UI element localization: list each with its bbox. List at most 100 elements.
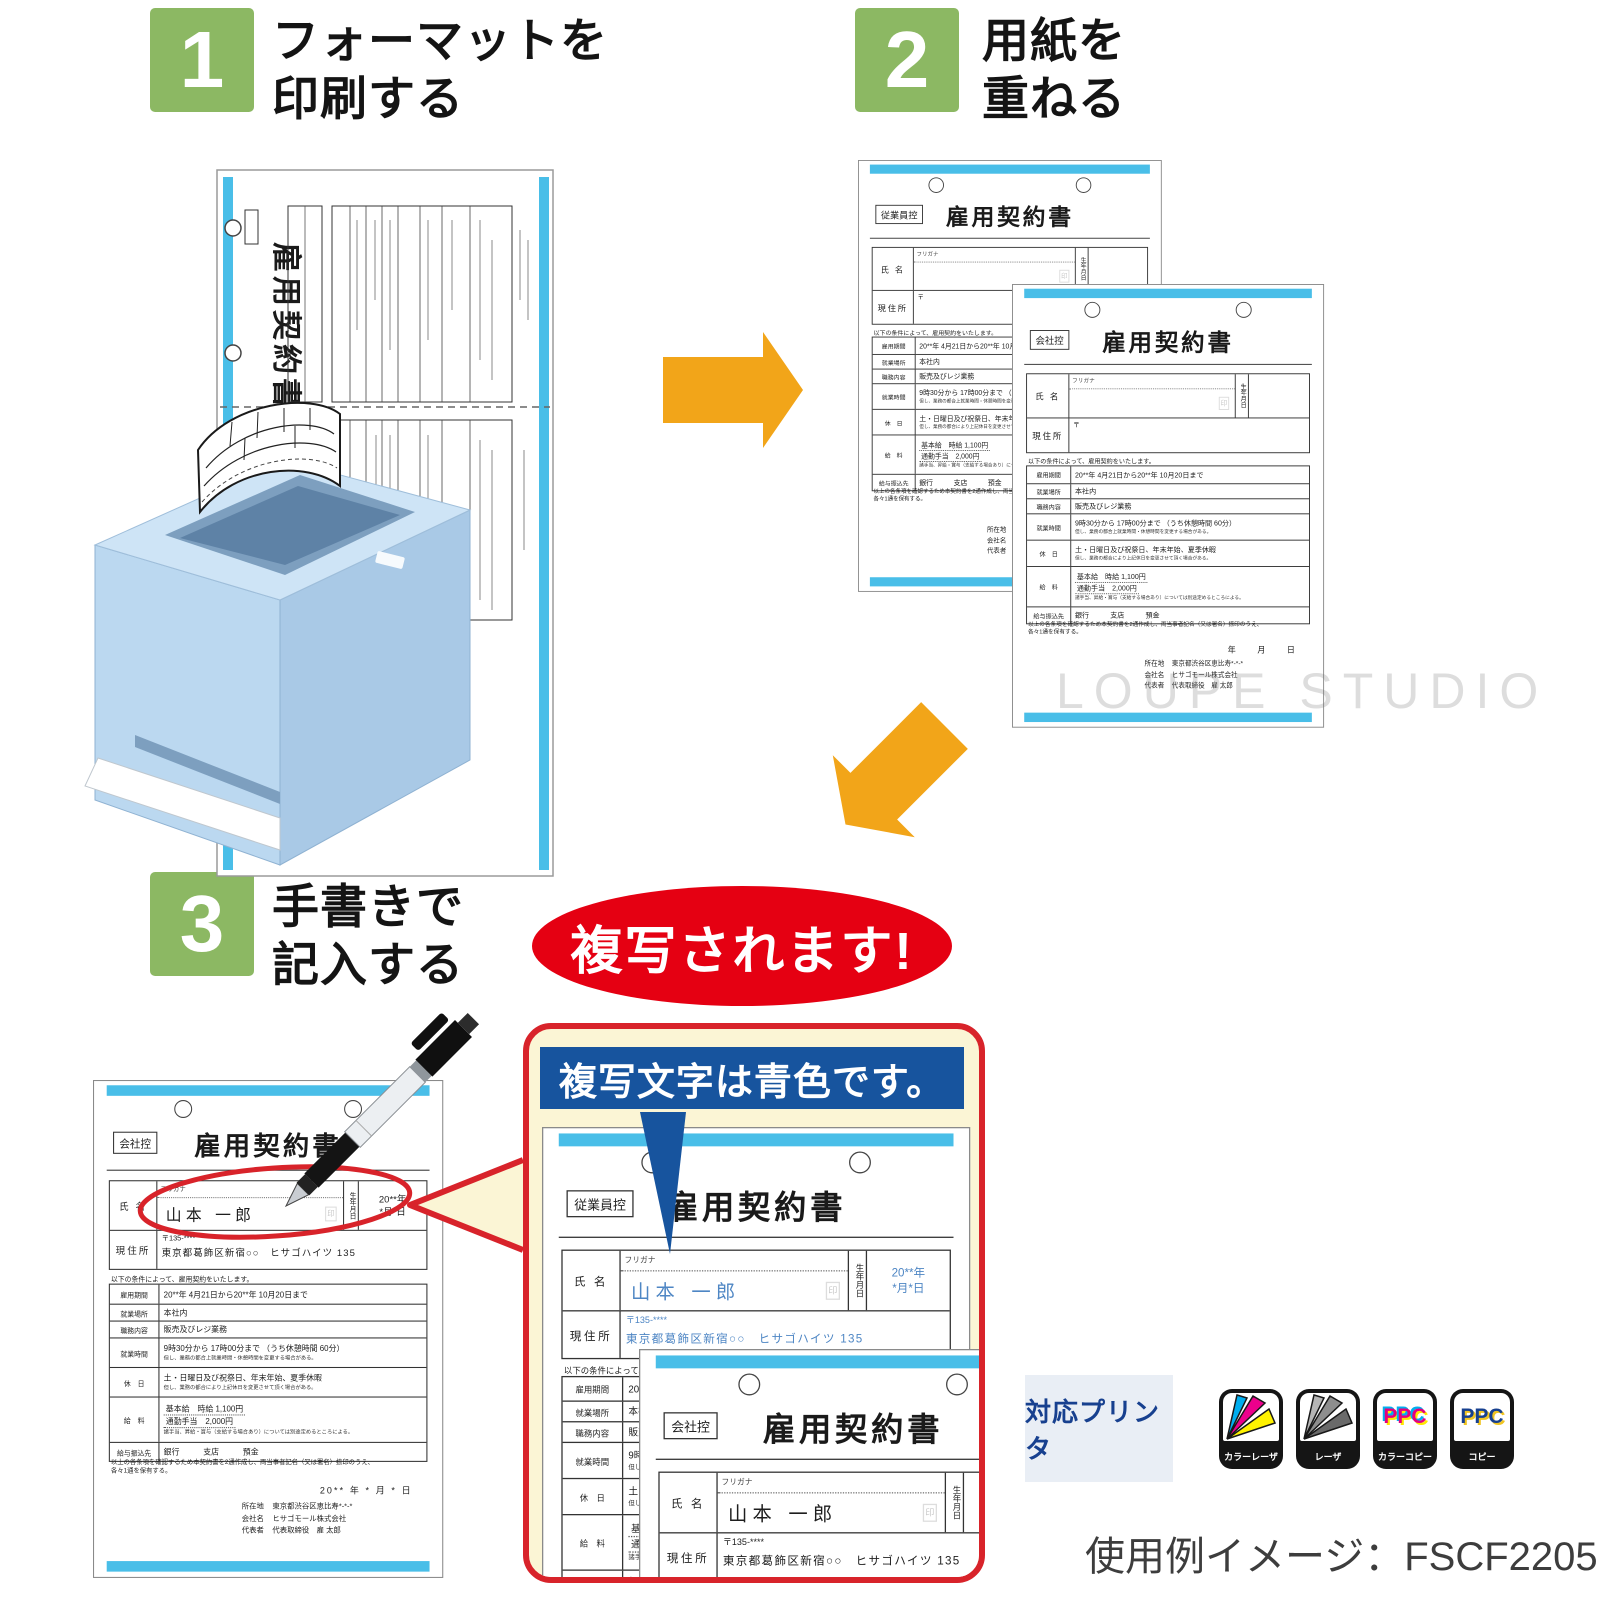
printer-illustration: 雇用契約書 bbox=[84, 169, 554, 877]
address-value: 東京都葛飾区新宿○○ ヒサゴハイツ 135 bbox=[625, 1332, 864, 1346]
table-row-label: 給与振込先 bbox=[873, 474, 916, 491]
name-table: 氏 名 フリガナ 印 生年月日 現住所 〒 bbox=[1026, 373, 1310, 454]
punch-hole bbox=[641, 1151, 664, 1174]
punch-hole bbox=[174, 1100, 193, 1118]
laser-label: レーザ bbox=[1314, 1451, 1342, 1462]
table-row-label: 就業場所 bbox=[1027, 484, 1072, 499]
watermark: LOUPE STUDIO bbox=[1056, 663, 1549, 719]
color-laser-icon: カラーレーザ bbox=[1219, 1388, 1283, 1469]
table-row-label: 給 料 bbox=[873, 435, 916, 474]
table-row-label: 給与振込先 bbox=[563, 1570, 624, 1577]
table-row: 職務内容 販売及びレジ業務 bbox=[872, 368, 1148, 384]
step-2-title-line1: 用紙を bbox=[982, 14, 1126, 67]
table-row-label: 給与振込先 bbox=[1027, 607, 1072, 624]
company-info-line: 所在地東京都渋谷区恵比寿*-*-* bbox=[241, 1503, 353, 1511]
company-info-line: 所在地東京都渋谷区恵比寿*-*-* bbox=[1144, 660, 1244, 668]
postal-value: 〒 bbox=[1073, 422, 1080, 429]
table-row-value: 銀行 支店 預金 bbox=[1074, 611, 1160, 620]
step-1-title-line2: 印刷する bbox=[272, 72, 464, 125]
name-table: 氏 名 フリガナ 印 生年月日 現住所 〒 bbox=[871, 246, 1149, 325]
table-row-value: 9時30分から 17時00分まで （うち休憩時間 60分）但し、業務の都合上就業… bbox=[1071, 514, 1309, 539]
address-label: 現住所 bbox=[563, 1311, 621, 1358]
doc-top-strip bbox=[558, 1133, 954, 1147]
stamp-placeholder: 印 bbox=[825, 1281, 840, 1300]
table-row-label: 雇用期間 bbox=[110, 1284, 160, 1304]
doc-title: 雇用契約書 bbox=[665, 1190, 847, 1227]
title-rule bbox=[655, 1458, 979, 1460]
ppc-letters: PPC bbox=[1454, 1392, 1510, 1441]
birth-value: 20**年*月*日 bbox=[891, 1266, 926, 1295]
step-1-title: フォーマットを 印刷する bbox=[272, 12, 608, 128]
table-row-label: 雇用期間 bbox=[563, 1377, 624, 1401]
copy-type-label: 従業員控 bbox=[566, 1190, 634, 1218]
table-row: 給 料 基本給 時給 1,100円通勤手当 2,000円諸手当、昇給・賞与（支給… bbox=[1027, 566, 1310, 607]
furigana-label: フリガナ bbox=[1069, 374, 1235, 390]
table-row-label: 休 日 bbox=[873, 409, 916, 435]
address-value: 東京都葛飾区新宿○○ ヒサゴハイツ 135 bbox=[161, 1247, 356, 1259]
address-label: 現住所 bbox=[873, 290, 914, 324]
doc-title: 雇用契約書 bbox=[945, 204, 1074, 231]
name-label: 氏 名 bbox=[110, 1181, 158, 1230]
copy-type-label: 会社控 bbox=[1029, 330, 1070, 350]
table-row: 給与振込先 銀行 支店 預金 bbox=[109, 1441, 427, 1461]
doc-bottom-strip bbox=[1024, 712, 1312, 723]
punch-hole bbox=[928, 177, 945, 193]
name-table: 氏 名 フリガナ 山本 一郎印 生年月日 20**年*月*日 現住所 〒135-… bbox=[561, 1249, 951, 1360]
ppc-copy-icon: PPC コピー bbox=[1450, 1388, 1514, 1469]
table-row: 休 日 土・日曜日及び祝祭日、年末年始、夏季休暇但し、業務の都合により上記休日を… bbox=[109, 1366, 427, 1397]
printer bbox=[84, 459, 472, 866]
name-label: 氏 名 bbox=[660, 1472, 718, 1533]
birth-label: 生年月日 bbox=[847, 1250, 868, 1311]
table-row-value: 20**年 4月21日から20**年 10月20日まで bbox=[163, 1289, 308, 1299]
table-row-value: 銀行 支店 預金 bbox=[919, 478, 1002, 487]
birth-label: 生年月日 bbox=[1074, 247, 1089, 290]
company-info-line: 代表者代表取締役 雇 太郎 bbox=[241, 1527, 341, 1535]
company-info-line: 代表者代表取締役 雇 太郎 bbox=[1144, 682, 1233, 690]
table-row-note: 但し、業務の都合上就業時間・休憩時間を変更する場合がある。 bbox=[1074, 529, 1212, 536]
name-label: 氏 名 bbox=[1027, 374, 1070, 418]
table-row-label: 就業場所 bbox=[110, 1304, 160, 1321]
document-step2-company-copy: 会社控 雇用契約書 氏 名 フリガナ 印 生年月日 現住所 〒 以下の条件によっ… bbox=[1012, 284, 1325, 728]
step-3-title: 手書きで 記入する bbox=[272, 878, 464, 994]
table-row-value: 本社内 bbox=[1074, 487, 1097, 496]
stamp-placeholder: 印 bbox=[1218, 396, 1230, 410]
copy-type-label: 会社控 bbox=[663, 1412, 718, 1440]
printer-icons: カラーレーザ レーザ PPC カラーコピー PPC コピー bbox=[1173, 1388, 1560, 1469]
step-2-title-line2: 重ねる bbox=[982, 72, 1126, 125]
table-row-label: 就業時間 bbox=[110, 1338, 160, 1367]
birth-value: 20**年*月*日 bbox=[964, 1487, 979, 1518]
table-row-label: 雇用期間 bbox=[873, 337, 916, 354]
doc-bottom-strip bbox=[869, 577, 1150, 587]
step-1-title-line1: フォーマットを bbox=[272, 14, 608, 67]
document-step2-employee-copy: 従業員控 雇用契約書 氏 名 フリガナ 印 生年月日 現住所 〒 以下の条件によ… bbox=[858, 160, 1162, 592]
punch-hole bbox=[946, 1373, 968, 1396]
document-panel-company-copy: 会社控 雇用契約書 氏 名 フリガナ 山本 一郎印 生年月日 20**年*月*日… bbox=[639, 1349, 979, 1577]
date-line: 年 月 日 bbox=[1227, 644, 1297, 655]
table-row-label: 休 日 bbox=[1027, 540, 1072, 566]
table-row-value: 9時30分から 17時00分まで （うち休憩時間 60分）但し、業務の都合上就業… bbox=[159, 1338, 426, 1366]
step-2-badge: 2 bbox=[855, 8, 959, 112]
table-row-value: 販売及びレジ業務 bbox=[919, 372, 975, 381]
postal-value: 〒 bbox=[917, 294, 924, 301]
furigana-label: フリガナ bbox=[717, 1473, 945, 1494]
table-row-value: 土・日曜日及び祝祭日、年末年始、夏季休暇但し、業務の都合により上記休日を変更させ… bbox=[916, 410, 1147, 435]
ppc-color-copy-label: カラーコピー bbox=[1377, 1451, 1432, 1462]
table-row-value: 本社内 bbox=[919, 357, 940, 366]
birth-label: 生年月日 bbox=[1234, 374, 1249, 418]
punch-hole bbox=[1075, 177, 1092, 193]
table-row: 就業場所 本社内 bbox=[109, 1303, 427, 1321]
ppc-color-copy-icon: PPC カラーコピー bbox=[1373, 1388, 1437, 1469]
table-row-label: 就業時間 bbox=[563, 1443, 624, 1478]
company-block: 所在地東京都渋谷区恵比寿*-*-*会社名ヒサゴモール株式会社代表者代表取締役 雇… bbox=[242, 1501, 353, 1538]
laser-fan-icon bbox=[1300, 1392, 1356, 1441]
table-row-label: 職務内容 bbox=[873, 369, 916, 384]
table-row: 就業時間 9時30分から 17時00分まで （うち休憩時間 60分）但し、業務の… bbox=[109, 1337, 427, 1367]
conditions-table: 雇用期間 20**年 4月21日から20**年 10月20日まで 就業場所 本社… bbox=[1026, 465, 1310, 625]
doc-bottom-strip bbox=[106, 1561, 430, 1572]
table-row: 休 日 土・日曜日及び祝祭日、年末年始、夏季休暇但し、業務の都合により上記休日を… bbox=[872, 408, 1148, 435]
table-row: 職務内容 販売及びレジ業務 bbox=[1027, 498, 1310, 514]
step-3-title-line2: 記入する bbox=[272, 938, 464, 991]
contract-document: 会社控 雇用契約書 氏 名 フリガナ 山本 一郎印 生年月日 20**年*月*日… bbox=[93, 1080, 444, 1578]
furigana-label: フリガナ bbox=[913, 248, 1075, 263]
closing-text: 以上の各条項を確認するため本契約書を2通作成し、両当事者記名（又は署名）捺印のう… bbox=[110, 1459, 374, 1475]
